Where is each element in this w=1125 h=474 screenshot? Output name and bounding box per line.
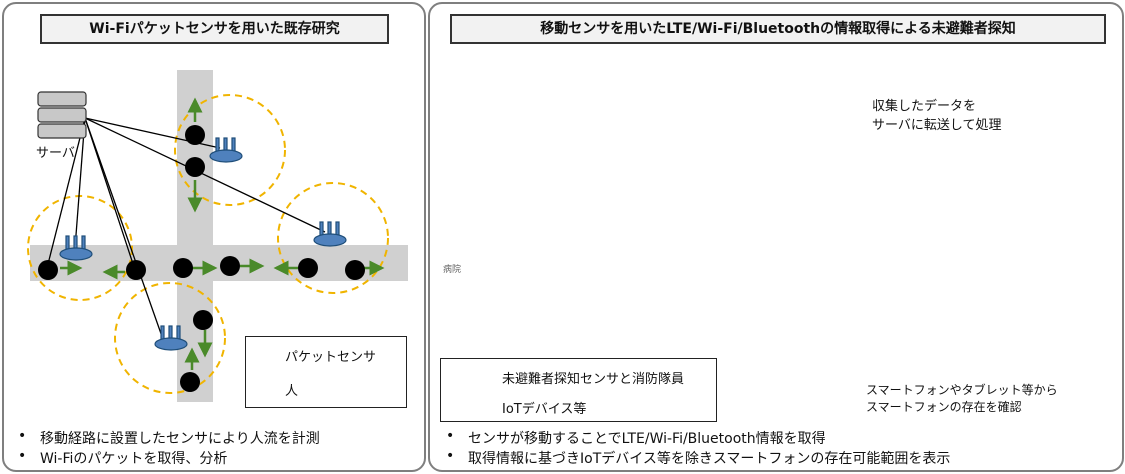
packet-sensor-top: [209, 137, 243, 163]
legend-person-label: 人: [285, 384, 299, 399]
left-panel-title: Wi-Fiパケットセンサを用いた既存研究: [40, 14, 389, 44]
detection-ranges: [27, 94, 389, 394]
right-bullet-2: 取得情報に基づきIoTデバイス等を除きスマートフォンの存在可能範囲を表示: [446, 448, 950, 468]
packet-sensor-right: [313, 221, 347, 247]
legend-iot-label: IoTデバイス等: [502, 402, 587, 417]
person: [185, 157, 205, 177]
person: [193, 310, 213, 330]
right-bullet-1: センサが移動することでLTE/Wi-Fi/Bluetooth情報を取得: [446, 428, 826, 448]
range-left: [27, 195, 133, 301]
legend-packet-sensor-label: パケットセンサ: [285, 350, 377, 365]
zoom-note-line-2: スマートフォンの存在を確認: [866, 400, 1022, 414]
legend-sensor-team-label: 未避難者探知センサと消防隊員: [502, 372, 685, 387]
zoom-note-line-1: スマートフォンやタブレット等から: [866, 383, 1058, 397]
transfer-note-line-2: サーバに転送して処理: [872, 118, 1002, 133]
person: [38, 260, 58, 280]
transfer-note-line-1: 収集したデータを: [872, 99, 977, 114]
packet-sensor-left: [59, 235, 93, 261]
left-bullet-2: Wi-Fiのパケットを取得、分析: [18, 448, 227, 468]
server-icon: [37, 91, 87, 139]
person: [298, 258, 318, 278]
person: [345, 260, 365, 280]
road-horizontal: [30, 245, 408, 281]
right-panel-title: 移動センサを用いたLTE/Wi-Fi/Bluetoothの情報取得による未避難者…: [450, 14, 1106, 44]
person: [220, 256, 240, 276]
packet-sensor-bottom: [154, 325, 188, 351]
range-top: [174, 94, 286, 206]
person: [185, 125, 205, 145]
range-bottom: [114, 282, 226, 394]
left-legend: [245, 336, 407, 408]
person: [173, 258, 193, 278]
range-right: [277, 182, 389, 294]
person: [180, 372, 200, 392]
server-links: [46, 117, 326, 346]
server-label: サーバ: [36, 146, 75, 161]
hospital-label: 病院: [443, 265, 462, 275]
person: [126, 260, 146, 280]
people: [38, 125, 365, 392]
left-bullet-1: 移動経路に設置したセンサにより人流を計測: [18, 428, 320, 448]
right-legend: [440, 358, 717, 422]
packet-sensor-icons: [59, 137, 347, 351]
movement-arrows: [60, 97, 385, 370]
